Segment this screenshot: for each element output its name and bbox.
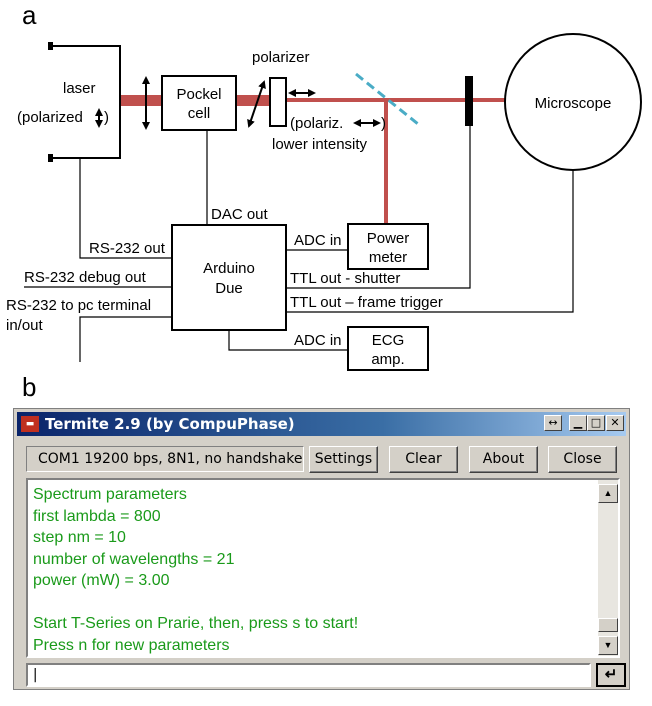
close-icon[interactable]: ✕	[606, 415, 624, 431]
clear-button[interactable]: Clear	[389, 446, 458, 473]
power-meter-label-2: meter	[369, 249, 407, 266]
termite-window: ▬ Termite 2.9 (by CompuPhase) ↔ ▁ □ ✕ CO…	[13, 408, 630, 690]
ecg-label-1: ECG	[372, 332, 405, 349]
minimize-icon[interactable]: ▁	[569, 415, 587, 431]
termite-app-icon[interactable]: ▬	[21, 416, 39, 432]
microscope-label: Microscope	[535, 95, 612, 112]
arduino-box	[171, 224, 287, 331]
polariz-label: (polariz.	[290, 115, 343, 132]
pockel-cell-box	[161, 75, 237, 131]
setup-diagram: a laser (polarized ) Pockel cell polariz…	[6, 0, 642, 371]
ttl-shutter-label: TTL out - shutter	[290, 270, 400, 287]
shutter	[465, 76, 473, 126]
enter-arrow-icon[interactable]: ↵	[596, 663, 626, 687]
adc-in-ecg-label: ADC in	[294, 332, 342, 349]
port-status: COM1 19200 bps, 8N1, no handshake	[26, 446, 304, 472]
output-line: Spectrum parameters	[33, 486, 187, 503]
output-line: Press n for new parameters	[33, 636, 230, 654]
window-title: Termite 2.9 (by CompuPhase)	[45, 415, 295, 433]
polarizer-element	[269, 77, 287, 127]
rs232-pc-label-1: RS-232 to pc terminal	[6, 297, 151, 314]
output-line: first lambda = 800	[33, 507, 161, 525]
pockel-cell-label-2: cell	[188, 105, 211, 122]
wiring	[24, 126, 574, 362]
scroll-up-icon[interactable]: ▲	[598, 484, 618, 503]
dac-out-label: DAC out	[211, 206, 269, 223]
about-button[interactable]: About	[469, 446, 538, 473]
settings-button[interactable]: Settings	[309, 446, 378, 473]
arduino-label-1: Arduino	[203, 260, 255, 277]
vertical-scrollbar[interactable]: ▲ ▼	[598, 480, 618, 656]
power-meter-label-1: Power	[367, 230, 410, 247]
scroll-thumb[interactable]	[598, 618, 618, 632]
output-line: step nm = 10	[33, 529, 126, 546]
rs232-pc-label-2: in/out	[6, 317, 44, 334]
laser-polarized-label: (polarized	[17, 109, 83, 126]
output-text: Spectrum parameters first lambda = 800 s…	[33, 484, 593, 656]
rs232-out-label: RS-232 out	[89, 240, 166, 257]
laser-box	[48, 42, 121, 162]
output-line: power (mW) = 3.00	[33, 572, 170, 589]
pockel-cell-label-1: Pockel	[176, 86, 221, 103]
arduino-label-2: Due	[215, 280, 243, 297]
polarizer-label: polarizer	[252, 49, 310, 66]
ecg-label-2: amp.	[371, 351, 404, 368]
ttl-frame-label: TTL out – frame trigger	[290, 294, 443, 311]
laser-label: laser	[63, 80, 96, 97]
panel-letter-a: a	[22, 0, 37, 30]
output-line: number of wavelengths = 21	[33, 550, 235, 568]
scroll-down-icon[interactable]: ▼	[598, 636, 618, 655]
maximize-icon[interactable]: □	[587, 415, 605, 431]
resize-arrows-icon[interactable]: ↔	[544, 415, 562, 431]
laser-polarized-close: )	[104, 109, 109, 126]
panel-letter-b: b	[22, 372, 36, 402]
polarization-diagonal-arrow	[247, 80, 266, 128]
polariz-close: )	[381, 115, 386, 132]
output-line	[33, 592, 593, 614]
title-bar[interactable]: ▬ Termite 2.9 (by CompuPhase) ↔ ▁ □ ✕	[17, 412, 626, 436]
send-input[interactable]: |	[26, 663, 591, 687]
ecg-amp-box	[347, 326, 429, 371]
adc-in-power-label: ADC in	[294, 232, 342, 249]
panel-letter-b-wrap: b	[22, 372, 36, 402]
close-button[interactable]: Close	[548, 446, 617, 473]
lower-intensity-label: lower intensity	[272, 136, 368, 153]
output-area[interactable]: Spectrum parameters first lambda = 800 s…	[26, 478, 620, 658]
output-line: Start T-Series on Prarie, then, press s …	[33, 615, 359, 632]
power-meter-box	[347, 223, 429, 270]
rs232-debug-label: RS-232 debug out	[24, 269, 147, 286]
